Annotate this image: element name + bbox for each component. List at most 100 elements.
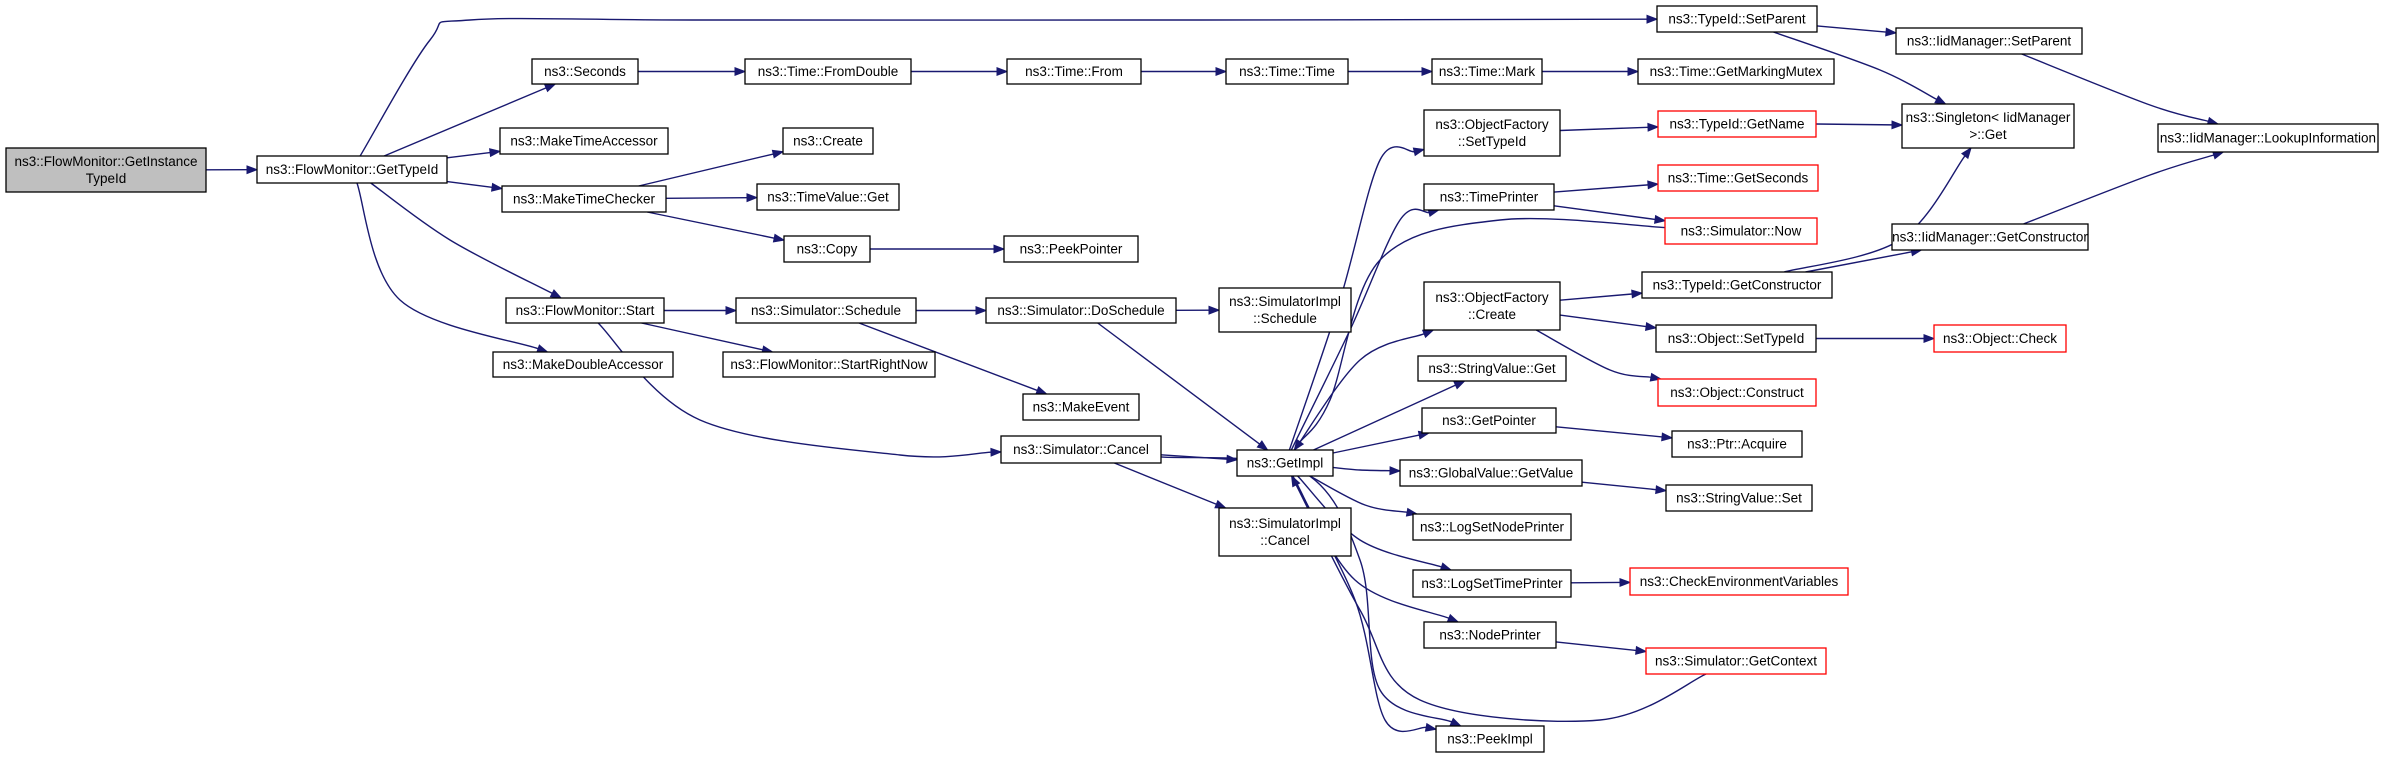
node-fmstart[interactable]: ns3::FlowMonitor::Start	[505, 297, 665, 324]
edge-ofcreate-to-typeidgetconstructor	[1559, 289, 1644, 301]
node-timevalueget[interactable]: ns3::TimeValue::Get	[756, 183, 900, 211]
node-stringvalueget[interactable]: ns3::StringValue::Get	[1417, 355, 1567, 382]
arrowhead-icon	[1644, 321, 1658, 331]
edge-line	[1559, 126, 1649, 132]
edge-simschedule-to-doschedule	[916, 305, 988, 316]
node-label: ns3::ObjectFactory	[1435, 290, 1549, 305]
node-iidlookup[interactable]: ns3::IidManager::LookupInformation	[2157, 123, 2379, 153]
node-logsetnodeprinter[interactable]: ns3::LogSetNodePrinter	[1412, 513, 1572, 541]
node-objectcheck[interactable]: ns3::Object::Check	[1933, 324, 2067, 353]
node-doschedule[interactable]: ns3::Simulator::DoSchedule	[985, 297, 1177, 324]
node-box	[1645, 647, 1827, 675]
node-timetime[interactable]: ns3::Time::Time	[1225, 58, 1349, 85]
node-peekimpl[interactable]: ns3::PeekImpl	[1435, 725, 1545, 753]
node-stringvalueset[interactable]: ns3::StringValue::Set	[1665, 484, 1813, 512]
node-objectconstruct[interactable]: ns3::Object::Construct	[1657, 378, 1817, 407]
arrowhead-icon	[1421, 329, 1435, 339]
node-gettypeid[interactable]: ns3::FlowMonitor::GetTypeId	[256, 155, 448, 184]
arrowhead-icon	[1215, 66, 1228, 77]
node-typeidgetconstructor[interactable]: ns3::TypeId::GetConstructor	[1641, 271, 1833, 299]
edge-line	[641, 322, 763, 351]
node-label: ns3::Ptr::Acquire	[1687, 437, 1787, 452]
node-ptracquire[interactable]: ns3::Ptr::Acquire	[1671, 430, 1803, 458]
node-box	[1664, 217, 1818, 245]
node-box	[1656, 5, 1818, 33]
edge-objectsettypeid-to-objectcheck	[1816, 333, 1936, 344]
edge-fmstart-to-startrightnow	[641, 322, 774, 355]
node-logsettimeprinter[interactable]: ns3::LogSetTimePrinter	[1412, 569, 1572, 598]
edge-getimpl-to-logsettimeprinter	[1297, 475, 1453, 572]
node-timeprinter[interactable]: ns3::TimePrinter	[1423, 183, 1555, 211]
edge-line	[1553, 184, 1649, 193]
node-simcancel[interactable]: ns3::Simulator::Cancel	[1000, 435, 1162, 464]
node-singletonget[interactable]: ns3::Singleton< IidManager>::Get	[1901, 103, 2075, 149]
node-label: ns3::Singleton< IidManager	[1906, 110, 2071, 125]
arrowhead-icon	[1635, 645, 1648, 655]
node-objectsettypeid[interactable]: ns3::Object::SetTypeId	[1655, 324, 1817, 353]
node-label: ns3::StringValue::Get	[1428, 361, 1556, 376]
arrowhead-icon	[771, 149, 785, 159]
node-getmarkingmutex[interactable]: ns3::Time::GetMarkingMutex	[1637, 58, 1835, 85]
node-globalvalueget[interactable]: ns3::GlobalValue::GetValue	[1399, 459, 1583, 487]
node-timefromdouble[interactable]: ns3::Time::FromDouble	[744, 58, 912, 85]
node-label: ns3::FlowMonitor::GetInstance	[14, 154, 197, 169]
node-iidsetparent[interactable]: ns3::IidManager::SetParent	[1895, 27, 2083, 55]
node-label: ns3::Time::FromDouble	[758, 64, 899, 79]
node-label: ns3::Copy	[797, 242, 858, 257]
node-box	[1218, 507, 1352, 557]
edge-line	[2023, 154, 2215, 225]
node-peekpointer[interactable]: ns3::PeekPointer	[1003, 235, 1139, 263]
arrowhead-icon	[1208, 305, 1221, 315]
edge-simnow-to-getimpl	[1293, 217, 1666, 452]
edge-line	[1309, 475, 1408, 513]
node-label: ns3::MakeEvent	[1033, 400, 1130, 415]
node-maketimeaccessor[interactable]: ns3::MakeTimeAccessor	[499, 127, 669, 155]
node-simgetcontext[interactable]: ns3::Simulator::GetContext	[1645, 647, 1827, 675]
node-label: ns3::Object::Construct	[1670, 385, 1804, 400]
node-startrightnow[interactable]: ns3::FlowMonitor::StartRightNow	[722, 351, 936, 378]
node-nodeprinter[interactable]: ns3::NodePrinter	[1423, 621, 1557, 649]
node-timefrom[interactable]: ns3::Time::From	[1006, 58, 1142, 85]
edge-line	[1332, 466, 1391, 472]
node-getimpl[interactable]: ns3::GetImpl	[1236, 449, 1334, 477]
node-implschedule[interactable]: ns3::SimulatorImpl::Schedule	[1218, 287, 1352, 333]
edge-root-to-gettypeid	[205, 165, 259, 175]
node-label: ns3::GlobalValue::GetValue	[1409, 466, 1574, 481]
node-label: ns3::Time::From	[1025, 64, 1123, 79]
node-create[interactable]: ns3::Create	[782, 127, 874, 155]
node-ofcreate[interactable]: ns3::ObjectFactory::Create	[1423, 281, 1561, 331]
node-timegetseconds[interactable]: ns3::Time::GetSeconds	[1657, 164, 1819, 192]
node-box	[722, 351, 936, 378]
node-ofsettypeid[interactable]: ns3::ObjectFactory::SetTypeId	[1423, 109, 1561, 157]
edge-line	[665, 196, 748, 200]
node-label: ns3::TimePrinter	[1440, 190, 1539, 205]
edge-simcancel-to-getimpl	[1160, 454, 1239, 464]
arrowhead-icon	[1647, 122, 1660, 132]
node-copy[interactable]: ns3::Copy	[783, 235, 871, 263]
edge-line	[446, 180, 493, 189]
arrowhead-icon	[1453, 380, 1466, 390]
node-maketimechecker[interactable]: ns3::MakeTimeChecker	[501, 185, 667, 213]
node-iidgetconstructor[interactable]: ns3::IidManager::GetConstructor	[1891, 223, 2089, 251]
node-simschedule[interactable]: ns3::Simulator::Schedule	[735, 297, 917, 324]
edge-timefromdouble-to-timefrom	[911, 66, 1009, 77]
edge-getimpl-to-ofcreate	[1293, 329, 1435, 451]
node-makedoubleaccessor[interactable]: ns3::MakeDoubleAccessor	[492, 351, 674, 378]
node-seconds[interactable]: ns3::Seconds	[531, 58, 639, 85]
node-typeidgetname[interactable]: ns3::TypeId::GetName	[1657, 110, 1817, 138]
node-simnow[interactable]: ns3::Simulator::Now	[1664, 217, 1818, 245]
node-typeidsetparent[interactable]: ns3::TypeId::SetParent	[1656, 5, 1818, 33]
node-getpointer[interactable]: ns3::GetPointer	[1421, 407, 1557, 434]
arrowhead-icon	[1655, 485, 1668, 495]
node-box	[1236, 449, 1334, 477]
node-implcancel[interactable]: ns3::SimulatorImpl::Cancel	[1218, 507, 1352, 557]
arrowhead-icon	[993, 244, 1006, 254]
arrowhead-icon	[549, 289, 563, 299]
node-makeevent[interactable]: ns3::MakeEvent	[1022, 393, 1140, 421]
node-timemark[interactable]: ns3::Time::Mark	[1431, 58, 1543, 85]
node-checkenv[interactable]: ns3::CheckEnvironmentVariables	[1629, 567, 1849, 596]
node-box	[531, 58, 639, 85]
edge-line	[1295, 484, 1707, 723]
node-box	[1891, 223, 2089, 251]
